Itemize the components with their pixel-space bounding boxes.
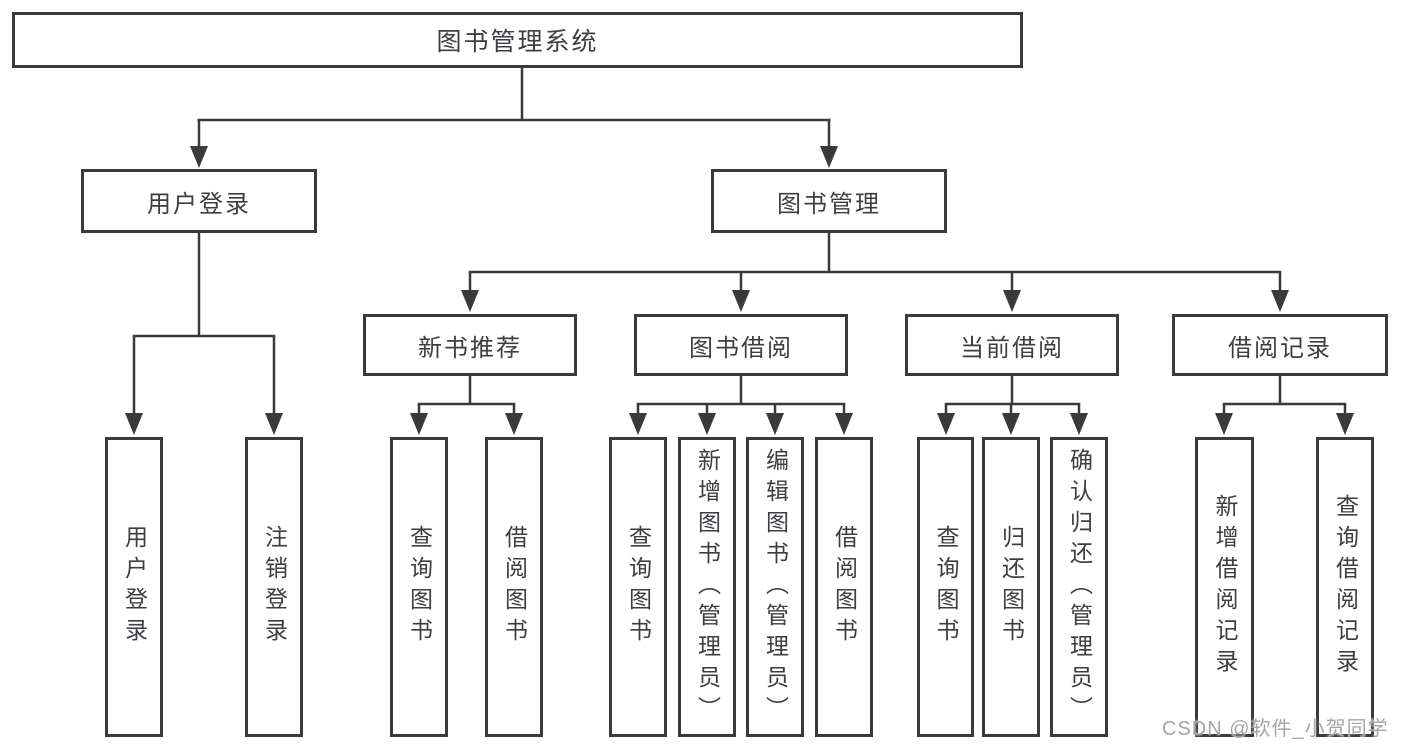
- node-root-label: 图书管理系统: [436, 28, 599, 56]
- node-current-borrow-label: 当前借阅: [960, 334, 1064, 362]
- leaf-logout-label: 注销登录: [261, 525, 288, 649]
- node-book-mgmt: 图书管理: [711, 169, 947, 233]
- csdn-watermark: CSDN @软件_小贺同学: [1162, 718, 1389, 740]
- leaf-add-borrow-record: 新增借阅记录: [1195, 437, 1254, 737]
- leaf-return-books: 归还图书: [982, 437, 1040, 737]
- leaf-query-books-current: 查询图书: [917, 437, 974, 737]
- leaf-query-books-borrow: 查询图书: [609, 437, 667, 737]
- leaf-add-books-admin: 新增图书（管理员）: [678, 437, 736, 737]
- connector-new-books-to-leaves: [410, 376, 523, 435]
- leaf-logout: 注销登录: [245, 437, 303, 737]
- leaf-borrow-books: 借阅图书: [815, 437, 873, 737]
- leaf-user-login-label: 用户登录: [121, 525, 148, 649]
- leaf-edit-books-admin: 编辑图书（管理员）: [746, 437, 804, 737]
- leaf-borrow-books-newb-label: 借阅图书: [501, 525, 528, 649]
- node-book-borrow-label: 图书借阅: [689, 334, 793, 362]
- node-borrow-records-label: 借阅记录: [1228, 334, 1332, 362]
- leaf-confirm-return-admin-label: 确认归还（管理员）: [1066, 447, 1093, 727]
- connector-borrow-records-to-leaves: [1215, 376, 1354, 435]
- leaf-query-books-newb: 查询图书: [390, 437, 448, 737]
- connector-user-login-to-leaves: [125, 233, 283, 435]
- connector-root-to-level2: [190, 68, 838, 168]
- leaf-borrow-books-newb: 借阅图书: [485, 437, 543, 737]
- leaf-add-borrow-record-label: 新增借阅记录: [1212, 494, 1238, 680]
- leaf-query-books-current-label: 查询图书: [933, 525, 959, 649]
- leaf-borrow-books-label: 借阅图书: [831, 525, 858, 649]
- node-current-borrow: 当前借阅: [905, 314, 1119, 376]
- connector-book-mgmt-to-level3: [461, 233, 1289, 312]
- node-new-books: 新书推荐: [363, 314, 577, 376]
- node-root: 图书管理系统: [12, 12, 1023, 68]
- leaf-confirm-return-admin: 确认归还（管理员）: [1050, 437, 1108, 737]
- leaf-add-books-admin-label: 新增图书（管理员）: [694, 447, 721, 727]
- connector-current-borrow-to-leaves: [937, 376, 1088, 435]
- leaf-query-borrow-record: 查询借阅记录: [1316, 437, 1374, 737]
- node-book-borrow: 图书借阅: [634, 314, 848, 376]
- node-user-login-label: 用户登录: [147, 190, 251, 218]
- leaf-query-books-newb-label: 查询图书: [406, 525, 433, 649]
- connector-book-borrow-to-leaves: [629, 376, 853, 435]
- leaf-edit-books-admin-label: 编辑图书（管理员）: [762, 447, 789, 727]
- leaf-return-books-label: 归还图书: [998, 525, 1025, 649]
- node-user-login: 用户登录: [81, 169, 317, 233]
- leaf-user-login: 用户登录: [105, 437, 163, 737]
- node-book-mgmt-label: 图书管理: [777, 190, 881, 218]
- node-new-books-label: 新书推荐: [418, 334, 522, 362]
- leaf-query-borrow-record-label: 查询借阅记录: [1332, 494, 1359, 680]
- leaf-query-books-borrow-label: 查询图书: [625, 525, 652, 649]
- node-borrow-records: 借阅记录: [1172, 314, 1388, 376]
